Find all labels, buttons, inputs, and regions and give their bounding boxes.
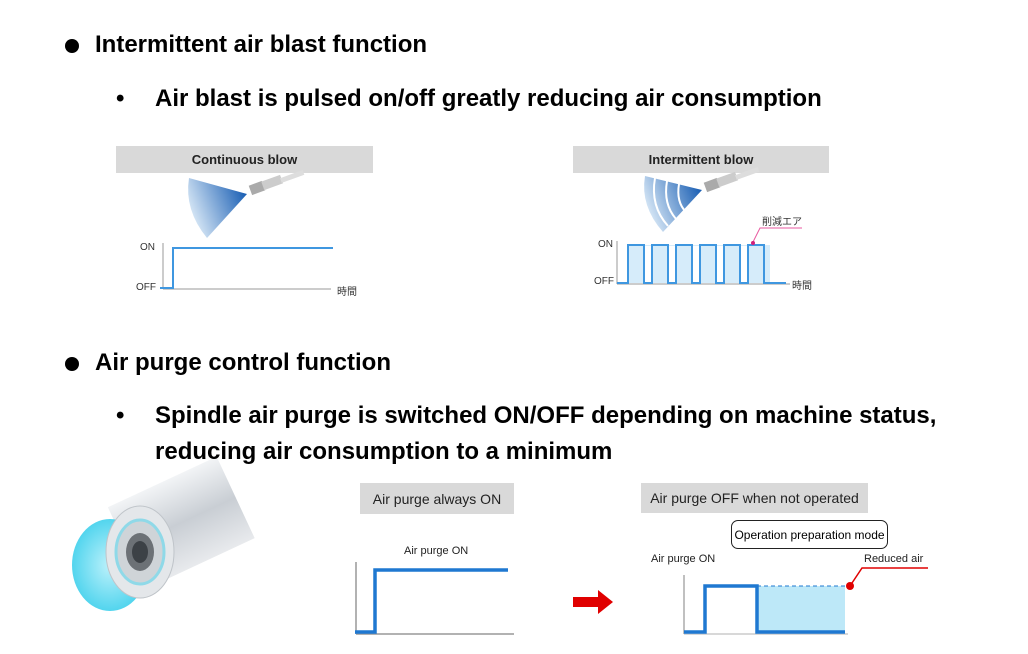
continuous-signal-line	[160, 247, 333, 289]
off-label: OFF	[136, 282, 156, 293]
pulsed-signal-line	[617, 244, 786, 284]
reduced-air-label: 削減エア	[762, 217, 802, 228]
section1-subtitle: Air blast is pulsed on/off greatly reduc…	[155, 85, 822, 112]
air-purge-on-label: Air purge ON	[651, 553, 716, 565]
on-label: ON	[598, 239, 613, 250]
off-when-idle-header: Air purge OFF when not operated	[641, 483, 868, 513]
section2-subtitle-line2: reducing air consumption to a minimum	[155, 438, 613, 465]
intermittent-blow-header: Intermittent blow	[573, 146, 829, 173]
sub-bullet: •	[116, 402, 125, 429]
off-label: OFF	[594, 276, 614, 287]
time-label: 時間	[792, 281, 812, 292]
spindle-image	[72, 456, 255, 611]
nozzle-icon	[248, 170, 305, 196]
operation-preparation-mode-box: Operation preparation mode	[731, 520, 888, 549]
always-on-header: Air purge always ON	[360, 483, 514, 514]
time-label: 時間	[337, 287, 357, 298]
section2-subtitle-line1: Spindle air purge is switched ON/OFF dep…	[155, 402, 937, 429]
purge-signal-line	[684, 584, 845, 634]
always-on-signal-line	[355, 568, 508, 634]
bullet-dot	[65, 39, 79, 53]
air-purge-on-label: Air purge ON	[404, 545, 469, 557]
reduced-air-label: Reduced air	[864, 553, 924, 565]
section2-title: Air purge control function	[95, 349, 391, 376]
reduced-air-pointer	[752, 227, 802, 243]
reduced-air-area	[757, 586, 845, 632]
continuous-blow-header: Continuous blow	[116, 146, 373, 173]
on-label: ON	[140, 242, 155, 253]
nozzle-icon	[703, 167, 760, 193]
reduced-air-pointer	[849, 567, 928, 587]
section1-title: Intermittent air blast function	[95, 31, 428, 58]
sub-bullet: •	[116, 85, 125, 112]
red-arrow-icon	[573, 590, 613, 614]
air-fan-icon	[188, 178, 247, 238]
bullet-dot	[65, 357, 79, 371]
pulsed-air-fan-icon	[644, 176, 702, 232]
